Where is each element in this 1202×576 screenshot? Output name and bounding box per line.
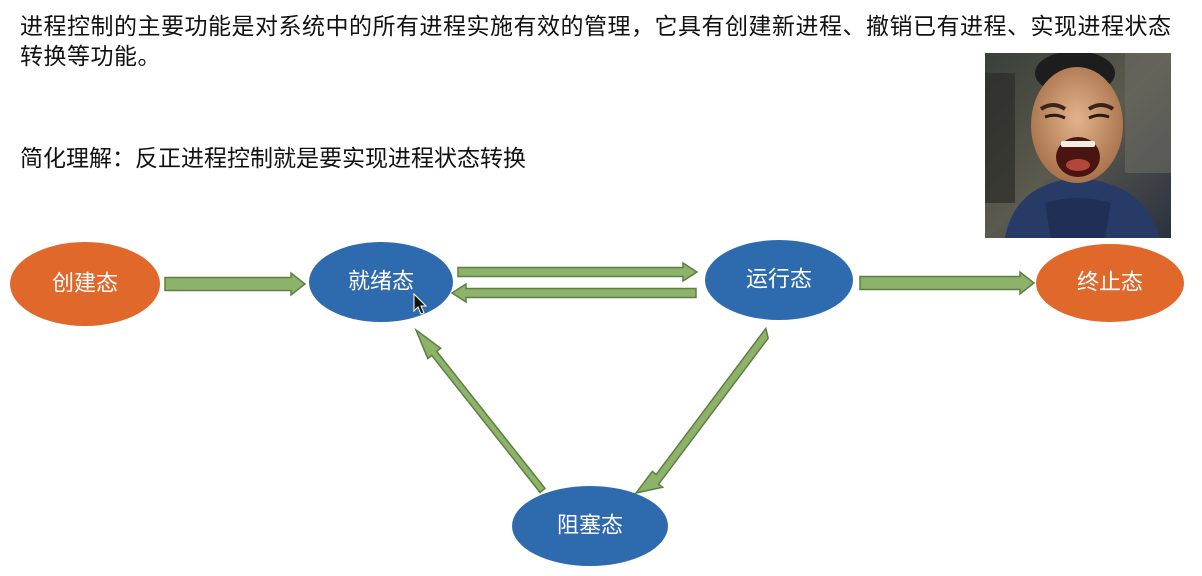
arrow-running-to-blocked: [634, 326, 770, 495]
mouse-cursor: [413, 292, 428, 315]
arrow-blocked-to-ready: [414, 327, 547, 494]
state-running: 运行态: [705, 240, 853, 320]
state-created-label: 创建态: [52, 272, 118, 297]
arrow-created-to-ready: [164, 271, 307, 297]
state-terminated-label: 终止态: [1077, 271, 1143, 296]
transition-arrows: [164, 261, 1036, 495]
reaction-photo: [985, 53, 1171, 238]
state-blocked: 阻塞态: [512, 486, 668, 566]
arrow-running-to-terminated: [859, 270, 1036, 296]
summary-line: 简化理解：反正进程控制就是要实现进程状态转换: [20, 146, 526, 172]
state-ready-label: 就绪态: [348, 270, 414, 295]
state-terminated: 终止态: [1036, 244, 1184, 322]
state-running-label: 运行态: [746, 268, 812, 293]
arrow-running-to-ready: [450, 282, 697, 304]
state-blocked-label: 阻塞态: [557, 514, 623, 539]
state-ready: 就绪态: [309, 242, 453, 322]
intro-paragraph: 进程控制的主要功能是对系统中的所有进程实施有效的管理，它具有创建新进程、撤销已有…: [20, 14, 1172, 70]
arrow-ready-to-running: [457, 261, 699, 283]
state-created: 创建态: [10, 242, 160, 326]
